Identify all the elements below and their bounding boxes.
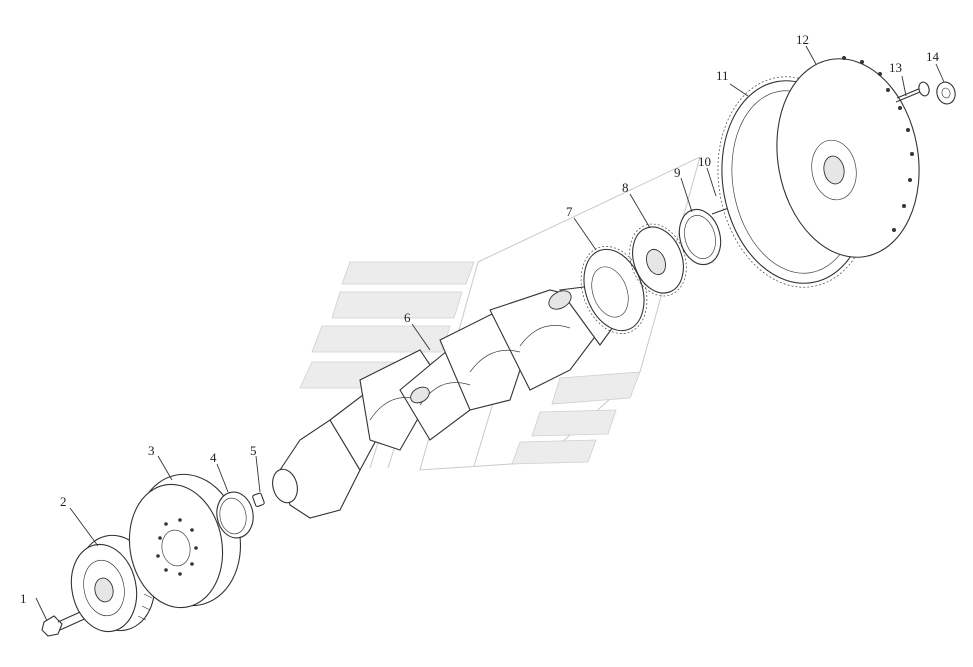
flywheel-bolt[interactable]	[895, 81, 931, 103]
gear-8[interactable]	[620, 216, 696, 304]
flywheel[interactable]	[762, 47, 935, 268]
callout-13: 13	[889, 60, 902, 75]
callout-12: 12	[796, 32, 809, 47]
callout-6: 6	[404, 310, 411, 325]
callout-2: 2	[60, 494, 67, 509]
callout-10: 10	[698, 154, 711, 169]
key[interactable]	[252, 492, 265, 507]
callout-1: 1	[20, 591, 27, 606]
bolt[interactable]	[35, 597, 101, 637]
gear-7[interactable]	[569, 237, 658, 343]
leader-lines	[69, 45, 945, 547]
damper[interactable]	[120, 466, 251, 615]
callout-4: 4	[210, 450, 217, 465]
callout-7: 7	[566, 204, 573, 219]
callout-3: 3	[148, 443, 155, 458]
callout-8: 8	[622, 180, 629, 195]
callout-5: 5	[250, 443, 257, 458]
callout-labels: 1 2 3 4 5 6 7 8 9 10 11 12 13 14	[20, 32, 940, 606]
callout-11: 11	[716, 68, 729, 83]
washer[interactable]	[934, 80, 957, 106]
front-seal[interactable]	[213, 489, 256, 541]
crankshaft[interactable]	[269, 284, 619, 519]
rear-seal[interactable]	[673, 205, 726, 269]
callout-9: 9	[674, 165, 681, 180]
callout-14: 14	[926, 49, 940, 64]
